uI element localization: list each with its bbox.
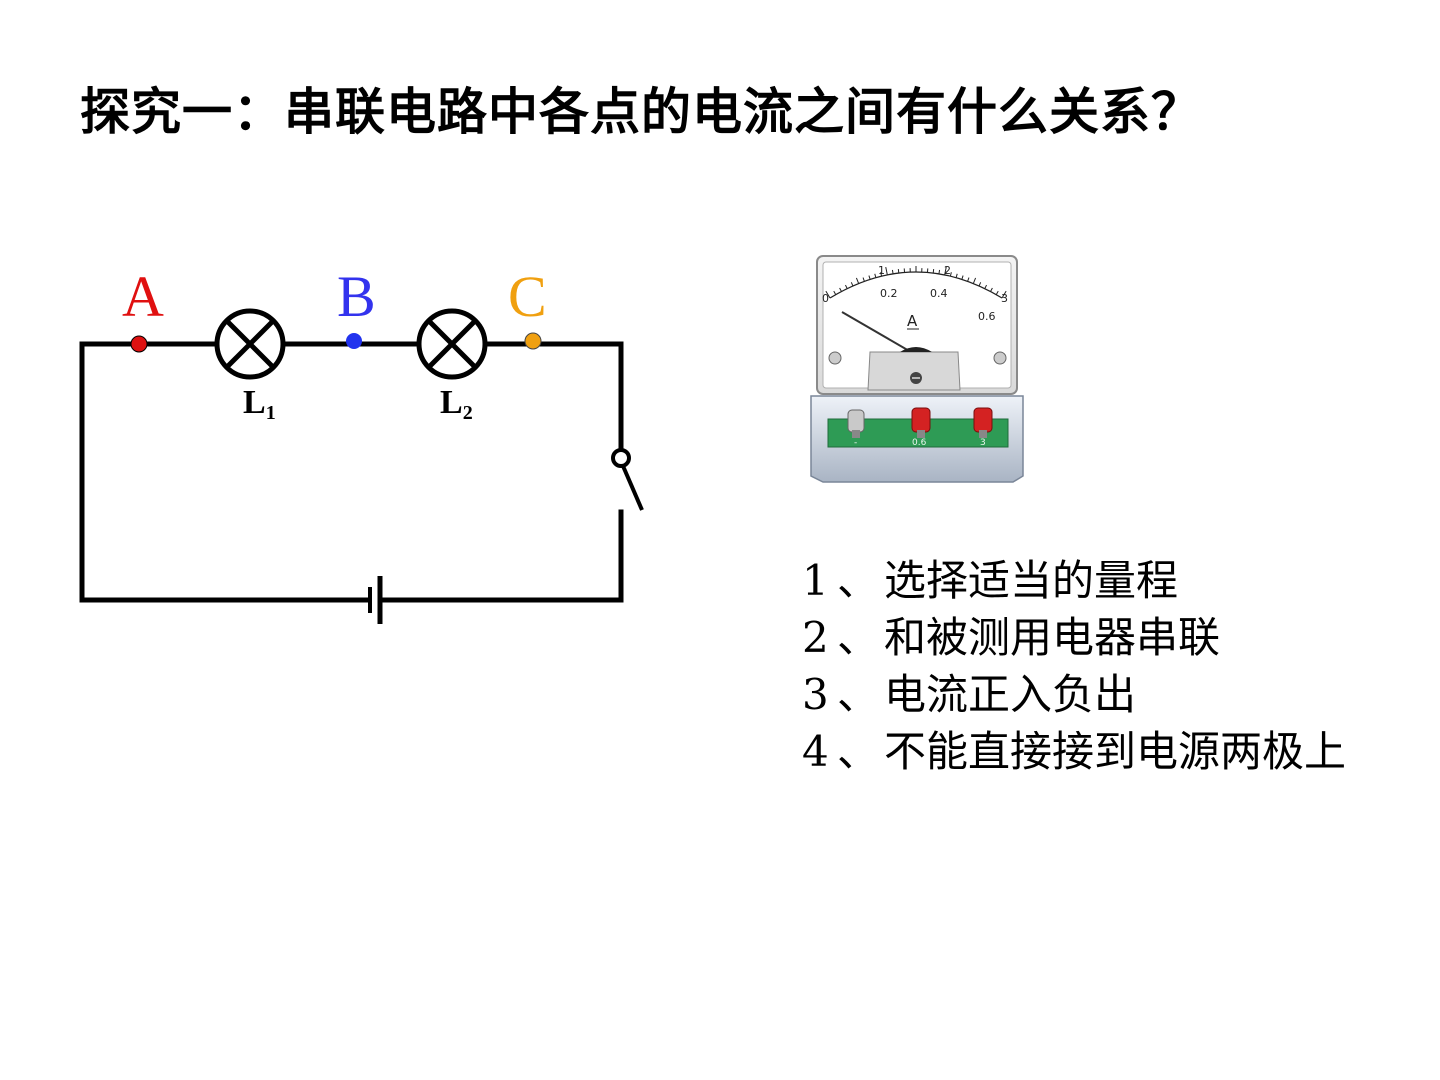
series-circuit-diagram: A B C L1 L2 xyxy=(79,264,644,624)
point-c-label: C xyxy=(508,264,547,329)
terminal-0-6 xyxy=(911,407,931,438)
terminal-label-3: 3 xyxy=(980,438,986,448)
scale-tick xyxy=(862,277,865,282)
tip-item: 4、不能直接接到电源两极上 xyxy=(802,727,1347,776)
scale-tick xyxy=(868,275,871,280)
point-a-label: A xyxy=(122,264,164,329)
scale-tick xyxy=(938,269,941,274)
terminal-negative xyxy=(847,409,865,438)
scale-tick xyxy=(891,269,894,274)
point-b-label: B xyxy=(337,264,376,329)
scale-upper-0: 0 xyxy=(822,292,829,305)
lamp-l2-symbol xyxy=(416,308,488,380)
terminal-label-negative: - xyxy=(854,438,857,448)
tip-item: 3、电流正入负出 xyxy=(802,670,1137,719)
ammeter-illustration: 0 1 2 3 0.2 0.4 0.6 A - 0.6 3 xyxy=(810,255,1024,483)
scale-tick xyxy=(880,272,883,277)
terminal-3 xyxy=(973,407,993,438)
circuit-wires xyxy=(79,341,624,603)
scale-tick xyxy=(990,287,993,292)
scale-lower-2: 0.6 xyxy=(978,310,996,323)
scale-tick xyxy=(972,277,977,284)
scale-upper-3: 3 xyxy=(1001,292,1008,305)
scale-tick xyxy=(885,266,888,275)
scale-tick xyxy=(944,266,947,275)
scale-upper-1: 1 xyxy=(878,264,885,277)
scale-tick xyxy=(978,282,982,287)
scale-tick xyxy=(855,277,860,284)
battery-symbol xyxy=(368,576,383,624)
point-b-dot xyxy=(346,333,362,349)
lamp-l2-label: L2 xyxy=(440,384,473,424)
lamp-l1-label: L1 xyxy=(243,384,276,424)
scale-tick xyxy=(984,284,987,289)
scale-tick xyxy=(995,290,999,295)
scale-tick xyxy=(825,290,831,299)
scale-lower-0: 0.2 xyxy=(880,287,898,300)
scale-tick xyxy=(845,284,848,289)
scale-tick xyxy=(949,272,952,277)
scale-tick xyxy=(850,282,854,287)
tip-item: 1、选择适当的量程 xyxy=(802,556,1179,605)
scale-tick xyxy=(955,273,958,278)
tip-item: 2、和被测用电器串联 xyxy=(802,613,1221,662)
switch-symbol xyxy=(611,448,644,511)
point-c-dot xyxy=(524,332,542,350)
scale-tick xyxy=(874,273,877,278)
page-title: 探究一：串联电路中各点的电流之间有什么关系？ xyxy=(80,83,1202,141)
ammeter-usage-tips: 1、选择适当的量程 2、和被测用电器串联 3、电流正入负出 4、不能直接接到电源… xyxy=(802,552,1346,780)
scale-tick xyxy=(961,275,964,280)
point-a-dot xyxy=(130,335,148,353)
scale-tick xyxy=(839,287,842,292)
scale-tick xyxy=(833,290,837,295)
scale-tick xyxy=(1001,290,1007,299)
terminal-label-0-6: 0.6 xyxy=(912,438,927,448)
lamp-l1-symbol xyxy=(214,308,286,380)
ammeter-unit: A xyxy=(907,312,918,330)
scale-upper-2: 2 xyxy=(944,264,951,277)
scale-tick xyxy=(967,277,970,282)
scale-lower-1: 0.4 xyxy=(930,287,948,300)
